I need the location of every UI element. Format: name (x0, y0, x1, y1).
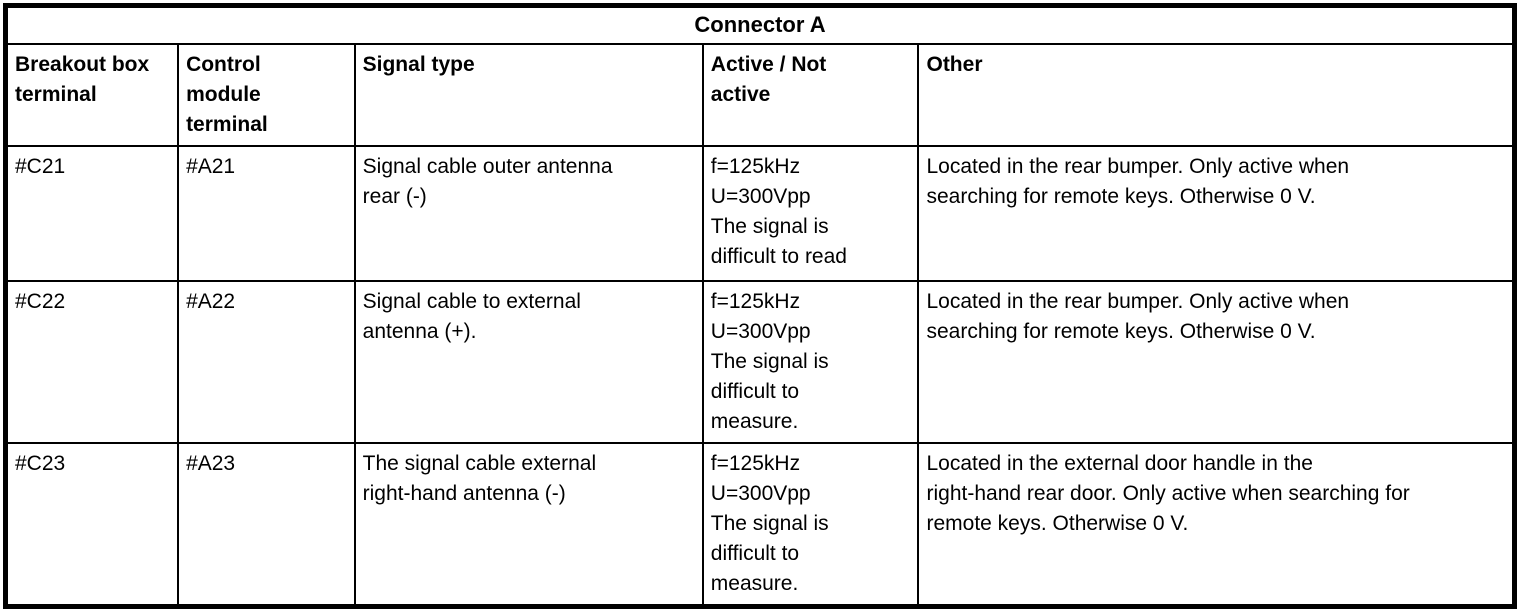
table-title: Connector A (4, 4, 1516, 45)
column-header-control-module-terminal: Control module terminal (177, 42, 356, 147)
cell-control-module-terminal: #A23 (177, 441, 356, 608)
cell-breakout-box-terminal: #C21 (4, 144, 180, 282)
cell-other: Located in the rear bumper. Only active … (917, 279, 1516, 444)
table-row: #C23 #A23 The signal cable external righ… (4, 441, 1516, 608)
table-row: #C21 #A21 Signal cable outer antenna rea… (4, 144, 1516, 282)
cell-active-not-active: f=125kHz U=300Vpp The signal is difficul… (701, 279, 920, 444)
connector-a-table: Connector A Breakout box terminal Contro… (3, 3, 1517, 609)
cell-other: Located in the rear bumper. Only active … (917, 144, 1516, 282)
column-header-other: Other (917, 42, 1516, 147)
column-header-signal-type: Signal type (353, 42, 704, 147)
cell-signal-type: Signal cable to external antenna (+). (353, 279, 704, 444)
column-header-breakout-box-terminal: Breakout box terminal (4, 42, 180, 147)
table-row: #C22 #A22 Signal cable to external anten… (4, 279, 1516, 444)
table-title-row: Connector A (4, 4, 1516, 45)
cell-signal-type: The signal cable external right-hand ant… (353, 441, 704, 608)
cell-breakout-box-terminal: #C22 (4, 279, 180, 444)
cell-breakout-box-terminal: #C23 (4, 441, 180, 608)
cell-signal-type: Signal cable outer antenna rear (-) (353, 144, 704, 282)
cell-control-module-terminal: #A22 (177, 279, 356, 444)
cell-control-module-terminal: #A21 (177, 144, 356, 282)
cell-active-not-active: f=125kHz U=300Vpp The signal is difficul… (701, 441, 920, 608)
table-header-row: Breakout box terminal Control module ter… (4, 42, 1516, 147)
cell-other: Located in the external door handle in t… (917, 441, 1516, 608)
column-header-active-not-active: Active / Not active (701, 42, 920, 147)
cell-active-not-active: f=125kHz U=300Vpp The signal is difficul… (701, 144, 920, 282)
